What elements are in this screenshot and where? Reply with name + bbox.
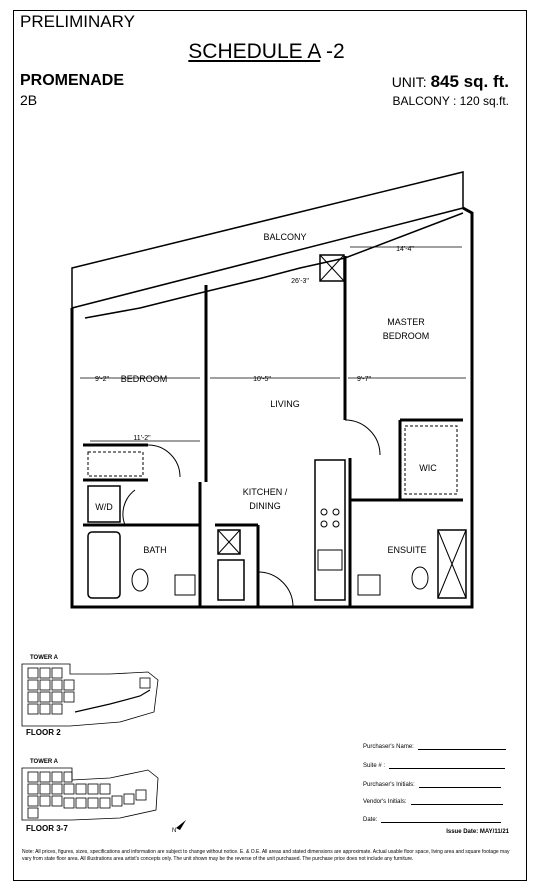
bath-toilet <box>131 568 149 592</box>
kitchen-label-1: KITCHEN / <box>243 487 288 497</box>
door-swings <box>122 419 381 608</box>
dim-balcony-width: 26'-3" <box>291 278 309 285</box>
kitchen-label-2: DINING <box>249 501 281 511</box>
floor-2-label: FLOOR 2 <box>26 728 61 737</box>
schedule-main: SCHEDULE A <box>188 40 321 63</box>
ensuite-label: ENSUITE <box>387 545 426 555</box>
exterior-wall <box>70 206 474 609</box>
unit-area: UNIT: 845 sq. ft. <box>392 72 509 92</box>
schedule-suffix: -2 <box>320 40 345 63</box>
date-line[interactable] <box>381 822 502 823</box>
suite-line[interactable] <box>389 768 506 769</box>
balcony-area: BALCONY : 120 sq.ft. <box>392 94 509 108</box>
date-row: Date: <box>363 817 502 823</box>
issue-date: Issue Date: MAY/11/21 <box>446 829 509 835</box>
dim-master-width: 9'-7" <box>357 376 371 383</box>
interior-walls <box>83 256 463 607</box>
dimension-lines <box>80 246 466 442</box>
living-label: LIVING <box>270 399 300 409</box>
bedroom-label: BEDROOM <box>121 374 168 384</box>
purchaser-initials-label: Purchaser's Initials: <box>363 782 415 788</box>
vendor-initials-row: Vendor's Initials: <box>363 799 503 805</box>
suite-label: Suite # : <box>363 763 386 769</box>
tower-a-label-1: TOWER A <box>30 655 58 661</box>
wd-label: W/D <box>95 502 113 512</box>
purchaser-initials-line[interactable] <box>418 787 501 788</box>
preliminary-label: PRELIMINARY <box>20 12 135 31</box>
north-label: N <box>172 828 177 834</box>
date-label: Date: <box>363 817 378 823</box>
sheet-border <box>13 10 527 881</box>
shower <box>437 529 467 599</box>
dim-living-width: 10'-5" <box>253 376 271 383</box>
purchaser-name-line[interactable] <box>417 749 506 750</box>
key-plan-floor-3-7 <box>21 767 159 821</box>
master-bedroom-label-2: BEDROOM <box>383 331 430 341</box>
suite-type: 2B <box>20 92 38 108</box>
shaft-box <box>217 529 241 555</box>
disclaimer-note: Note: All prices, figures, sizes, specif… <box>22 849 510 862</box>
unit-area-label: UNIT: <box>391 74 431 90</box>
unit-area-value: 845 sq. ft. <box>430 72 509 91</box>
schedule-title: SCHEDULE A -2 <box>0 40 533 64</box>
wic-label: WIC <box>419 463 437 473</box>
purchaser-name-row: Purchaser's Name: <box>363 744 506 750</box>
wic-shelf <box>404 425 458 495</box>
glazing-line <box>84 212 464 319</box>
tower-a-label-2: TOWER A <box>30 759 58 765</box>
master-bedroom-label-1: MASTER <box>387 317 425 327</box>
dim-bedroom-depth: 11'-2" <box>133 435 151 442</box>
floor-3-7-label: FLOOR 3-7 <box>26 824 68 833</box>
dim-master-top: 14'-4" <box>396 246 414 253</box>
ensuite-toilet <box>411 566 429 590</box>
key-plan-floor-2 <box>21 663 159 727</box>
mech-box <box>319 254 345 282</box>
balcony-label: BALCONY <box>263 232 306 242</box>
washer-dryer <box>87 485 121 523</box>
bathtub <box>87 531 121 599</box>
vendor-initials-line[interactable] <box>410 804 503 805</box>
kitchen-counter <box>314 459 346 601</box>
vendor-initials-label: Vendor's Initials: <box>363 799 407 805</box>
dim-bedroom-width: 9'-2" <box>95 376 109 383</box>
model-name: PROMENADE <box>20 72 125 89</box>
bath-label: BATH <box>143 545 166 555</box>
suite-row: Suite # : <box>363 763 506 769</box>
purchaser-initials-row: Purchaser's Initials: <box>363 782 501 788</box>
north-arrow-icon <box>176 820 186 830</box>
fridge <box>217 559 245 601</box>
purchaser-name-label: Purchaser's Name: <box>363 744 414 750</box>
